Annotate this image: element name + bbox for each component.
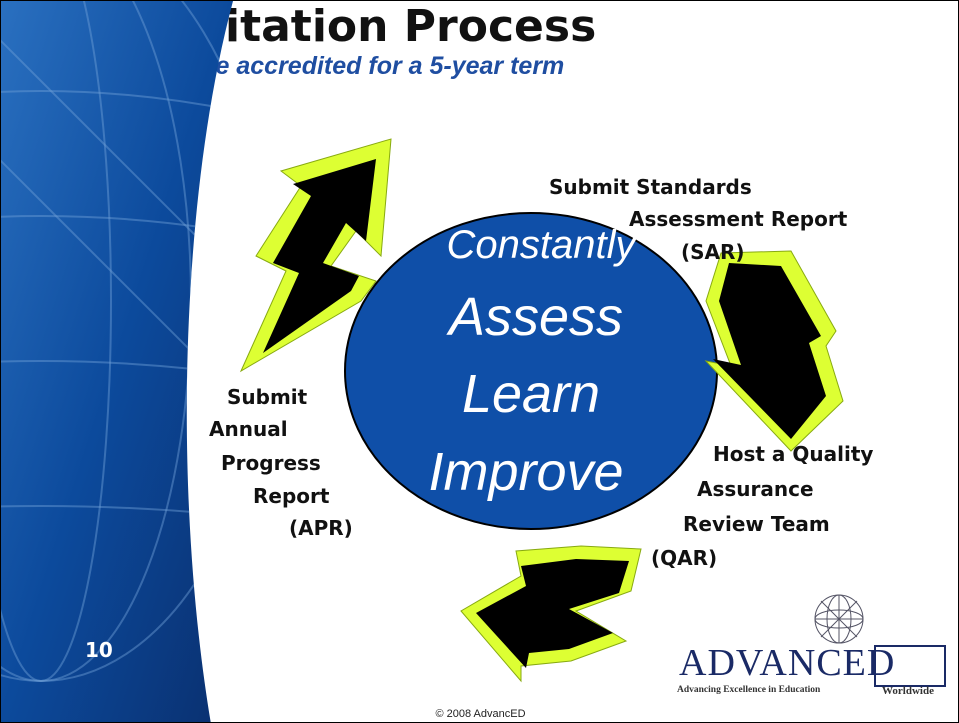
arrow-apr-to-top (239, 138, 392, 373)
copyright-text: © 2008 AdvancED (435, 708, 526, 720)
circle-word-3: Learn (461, 364, 601, 424)
apr-label-line-1: Submit (227, 385, 308, 409)
qar-label-line-2: Assurance (697, 477, 814, 501)
apr-label-line-4: Report (253, 484, 330, 508)
qar-label-line-3: Review Team (683, 512, 830, 536)
sar-label-line-2: Assessment Report (629, 207, 848, 231)
logo-tagline: Advancing Excellence in Education (677, 685, 821, 695)
logo-worldwide: Worldwide (882, 685, 934, 697)
sar-label-line-3: (SAR) (681, 240, 745, 264)
apr-label-line-3: Progress (221, 451, 321, 475)
page-number: 10 (85, 638, 113, 662)
arrow-qar-to-apr (460, 545, 642, 683)
qar-label-line-1: Host a Quality (713, 442, 874, 466)
advanced-logo-icon (814, 594, 864, 644)
logo-wordmark: ADVANCED (679, 642, 896, 684)
logo-ed-box (874, 645, 946, 687)
apr-label-line-5: (APR) (289, 516, 353, 540)
apr-label-line-2: Annual (209, 417, 288, 441)
circle-word-2: Assess (448, 287, 624, 347)
circle-word-1: Constantly (446, 223, 636, 267)
sar-label-line-1: Submit Standards (549, 175, 752, 199)
qar-label-line-4: (QAR) (651, 546, 718, 570)
circle-word-4: Improve (428, 442, 624, 502)
sidebar-shape (1, 1, 233, 722)
arrow-sar-to-qar (704, 250, 844, 452)
